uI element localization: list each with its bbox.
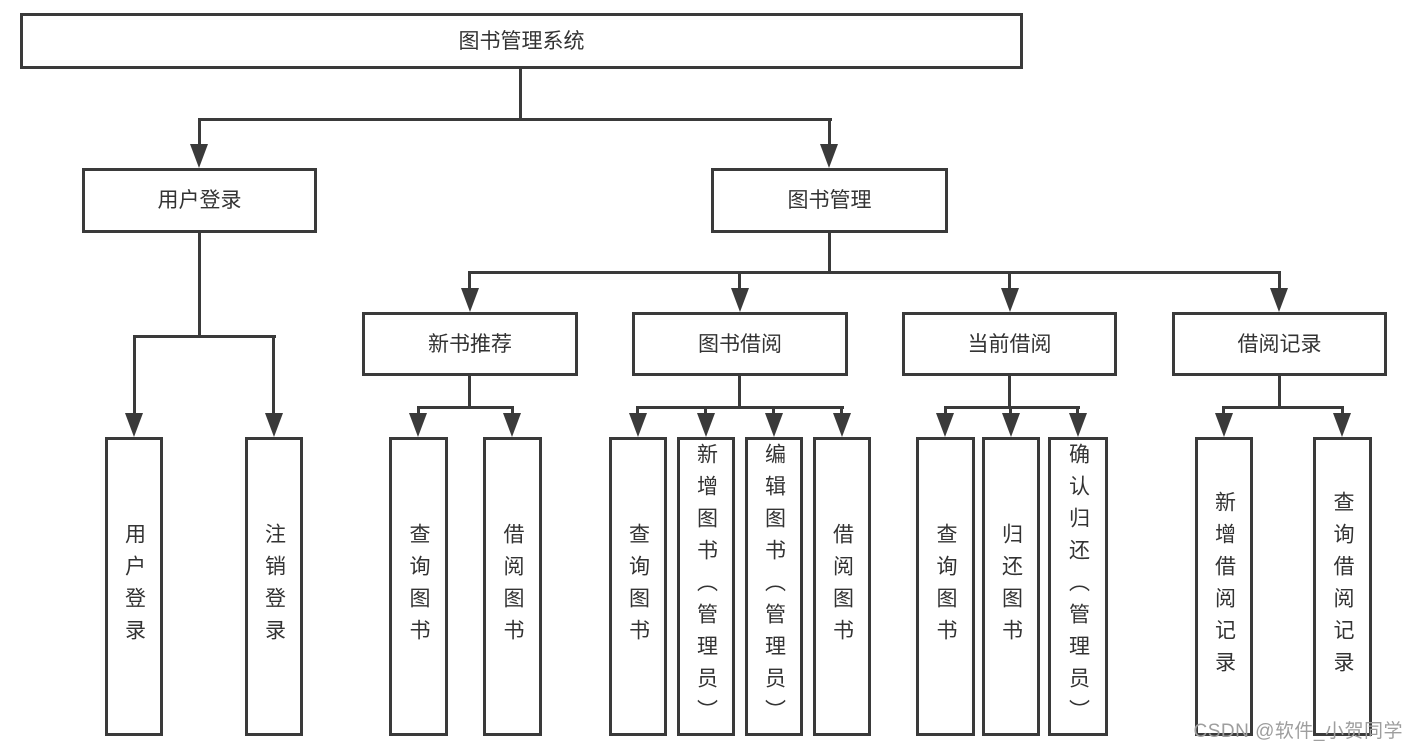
node-book-management-label: 图书管理 <box>787 189 872 212</box>
connector-line <box>828 118 831 148</box>
connector-line <box>840 406 843 416</box>
leaf-confirm-return: 确认归还（管理员） <box>1048 437 1108 736</box>
leaf-add-book-label: 新增图书（管理员） <box>694 442 718 731</box>
node-current-borrow-label: 当前借阅 <box>967 332 1052 356</box>
node-borrow-records: 借阅记录 <box>1172 312 1387 376</box>
leaf-query-borrow-record: 查询借阅记录 <box>1313 437 1372 736</box>
connector-line <box>468 271 1281 274</box>
leaf-user-login-label: 用户登录 <box>122 522 146 651</box>
leaf-add-borrow-record-label: 新增借阅记录 <box>1212 490 1236 683</box>
arrow-down-icon <box>697 413 715 437</box>
leaf-query-book-2: 查询图书 <box>609 437 667 736</box>
arrow-down-icon <box>629 413 647 437</box>
connector-line <box>1222 406 1344 409</box>
leaf-borrow-book-1: 借阅图书 <box>483 437 542 736</box>
node-root: 图书管理系统 <box>20 13 1023 69</box>
node-book-management: 图书管理 <box>711 168 948 233</box>
arrow-down-icon <box>125 413 143 437</box>
leaf-user-login: 用户登录 <box>105 437 163 736</box>
connector-line <box>1222 406 1225 416</box>
leaf-return-book-label: 归还图书 <box>999 522 1023 651</box>
connector-line <box>198 118 832 121</box>
leaf-query-book-3-label: 查询图书 <box>934 522 957 651</box>
node-user-login-label: 用户登录 <box>157 189 242 212</box>
node-current-borrow: 当前借阅 <box>902 312 1117 376</box>
connector-line <box>133 335 276 338</box>
connector-line <box>636 406 844 409</box>
leaf-query-borrow-record-label: 查询借阅记录 <box>1331 490 1354 683</box>
connector-line <box>944 406 947 416</box>
node-root-label: 图书管理系统 <box>458 29 585 53</box>
leaf-query-book-2-label: 查询图书 <box>626 522 650 651</box>
connector-line <box>704 406 707 416</box>
leaf-logout: 注销登录 <box>245 437 303 736</box>
connector-line <box>772 406 775 416</box>
arrow-down-icon <box>1001 288 1019 312</box>
leaf-borrow-book-2: 借阅图书 <box>813 437 871 736</box>
connector-line <box>198 233 201 337</box>
connector-line <box>1009 406 1012 416</box>
arrow-down-icon <box>1215 413 1233 437</box>
connector-line <box>828 233 831 273</box>
arrow-down-icon <box>1069 413 1087 437</box>
arrow-down-icon <box>731 288 749 312</box>
connector-line <box>1008 376 1011 408</box>
arrow-down-icon <box>503 413 521 437</box>
connector-line <box>417 406 420 416</box>
connector-line <box>1278 271 1281 290</box>
arrow-down-icon <box>1333 413 1351 437</box>
leaf-query-book-1-label: 查询图书 <box>407 522 430 651</box>
leaf-query-book-1: 查询图书 <box>389 437 448 736</box>
leaf-add-book: 新增图书（管理员） <box>677 437 735 736</box>
leaf-borrow-book-2-label: 借阅图书 <box>830 522 854 651</box>
connector-line <box>1278 376 1281 408</box>
connector-line <box>944 406 1080 409</box>
connector-line <box>519 68 522 120</box>
connector-line <box>198 118 201 148</box>
connector-line <box>468 376 471 408</box>
leaf-borrow-book-1-label: 借阅图书 <box>501 522 524 651</box>
leaf-return-book: 归还图书 <box>982 437 1040 736</box>
node-borrow-records-label: 借阅记录 <box>1237 332 1322 356</box>
connector-line <box>636 406 639 416</box>
leaf-logout-label: 注销登录 <box>262 522 286 651</box>
leaf-confirm-return-label: 确认归还（管理员） <box>1066 442 1090 731</box>
arrow-down-icon <box>409 413 427 437</box>
connector-line <box>738 376 741 408</box>
arrow-down-icon <box>820 144 838 168</box>
node-new-book-recommend-label: 新书推荐 <box>428 332 512 356</box>
connector-line <box>1341 406 1344 416</box>
connector-line <box>1008 271 1011 290</box>
node-book-borrow: 图书借阅 <box>632 312 848 376</box>
arrow-down-icon <box>936 413 954 437</box>
connector-line <box>1076 406 1079 416</box>
leaf-edit-book-label: 编辑图书（管理员） <box>762 442 786 731</box>
connector-line <box>468 271 471 290</box>
leaf-add-borrow-record: 新增借阅记录 <box>1195 437 1253 736</box>
arrow-down-icon <box>265 413 283 437</box>
arrow-down-icon <box>461 288 479 312</box>
arrow-down-icon <box>833 413 851 437</box>
connector-line <box>511 406 514 416</box>
leaf-edit-book: 编辑图书（管理员） <box>745 437 803 736</box>
leaf-query-book-3: 查询图书 <box>916 437 975 736</box>
arrow-down-icon <box>1270 288 1288 312</box>
connector-line <box>272 335 275 415</box>
node-new-book-recommend: 新书推荐 <box>362 312 578 376</box>
node-book-borrow-label: 图书借阅 <box>698 332 782 356</box>
arrow-down-icon <box>1002 413 1020 437</box>
arrow-down-icon <box>765 413 783 437</box>
arrow-down-icon <box>190 144 208 168</box>
csdn-watermark: CSDN @软件_小贺同学 <box>1193 721 1403 742</box>
connector-line <box>738 271 741 290</box>
node-user-login: 用户登录 <box>82 168 317 233</box>
connector-line <box>417 406 514 409</box>
connector-line <box>133 335 136 415</box>
